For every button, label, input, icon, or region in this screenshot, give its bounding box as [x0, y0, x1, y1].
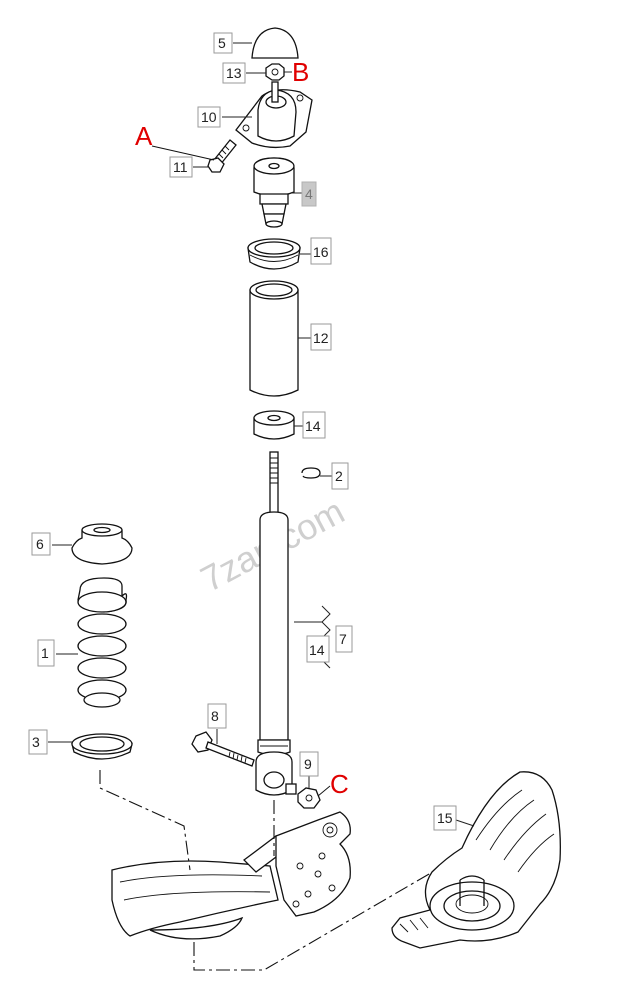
- svg-text:16: 16: [313, 244, 329, 260]
- svg-text:14: 14: [309, 642, 325, 658]
- callout-16[interactable]: 16: [310, 237, 332, 265]
- part-16-ring[interactable]: [247, 238, 301, 270]
- letter-a: A: [135, 121, 153, 151]
- callout-12[interactable]: 12: [310, 323, 332, 351]
- svg-text:8: 8: [211, 708, 219, 724]
- callout-7[interactable]: 7: [335, 625, 353, 653]
- svg-text:11: 11: [173, 159, 188, 175]
- part-1-coil-spring[interactable]: [77, 577, 128, 708]
- svg-text:2: 2: [335, 468, 343, 484]
- callout-15[interactable]: 15: [433, 805, 457, 831]
- svg-text:12: 12: [313, 330, 329, 346]
- callout-2[interactable]: 2: [331, 462, 349, 490]
- callout-4[interactable]: 4: [301, 181, 317, 207]
- callout-6[interactable]: 6: [31, 532, 51, 556]
- callout-5[interactable]: 5: [213, 32, 233, 54]
- callout-3[interactable]: 3: [28, 729, 48, 755]
- svg-text:1: 1: [41, 645, 49, 661]
- part-11-bolt[interactable]: [207, 139, 237, 173]
- callout-9[interactable]: 9: [299, 751, 319, 777]
- svg-text:3: 3: [32, 734, 40, 750]
- part-15-heat-shield[interactable]: [391, 771, 561, 949]
- svg-text:5: 5: [218, 35, 226, 51]
- letter-b: B: [292, 57, 309, 87]
- part-12-protective-tube[interactable]: [249, 280, 299, 397]
- part-10-strut-mount[interactable]: [235, 81, 313, 149]
- callout-10[interactable]: 10: [197, 106, 221, 128]
- part-2-circlip[interactable]: [301, 467, 321, 479]
- part-3-lower-spring-pad[interactable]: [71, 733, 133, 760]
- callout-1[interactable]: 1: [37, 639, 55, 667]
- svg-text:10: 10: [201, 109, 217, 125]
- rear-axle-beam: [111, 811, 351, 940]
- letter-c: C: [330, 769, 349, 799]
- svg-text:4: 4: [305, 186, 313, 202]
- part-9-nut[interactable]: [297, 787, 321, 809]
- svg-text:14: 14: [305, 418, 321, 434]
- part-13-nut[interactable]: [265, 63, 285, 81]
- assembly-line-spring: [99, 770, 191, 871]
- callout-14-kit[interactable]: 14: [306, 635, 330, 663]
- callout-14-spacer[interactable]: 14: [302, 411, 326, 439]
- part-6-upper-spring-seat[interactable]: [71, 523, 133, 565]
- part-14-spacer[interactable]: [253, 410, 295, 440]
- part-8-bolt[interactable]: [191, 731, 255, 767]
- callout-11[interactable]: 11: [169, 156, 193, 178]
- svg-text:9: 9: [304, 756, 312, 772]
- part-5-dust-cap[interactable]: [251, 27, 299, 59]
- callout-13[interactable]: 13: [222, 62, 246, 84]
- part-7-shock-absorber[interactable]: [255, 451, 297, 796]
- part-4-bump-stop[interactable]: [253, 157, 295, 228]
- svg-text:15: 15: [437, 810, 453, 826]
- callout-8[interactable]: 8: [207, 703, 227, 729]
- assembly-line-heat-shield: [193, 855, 461, 971]
- svg-text:6: 6: [36, 536, 44, 552]
- svg-text:7: 7: [339, 631, 347, 647]
- svg-text:13: 13: [226, 65, 242, 81]
